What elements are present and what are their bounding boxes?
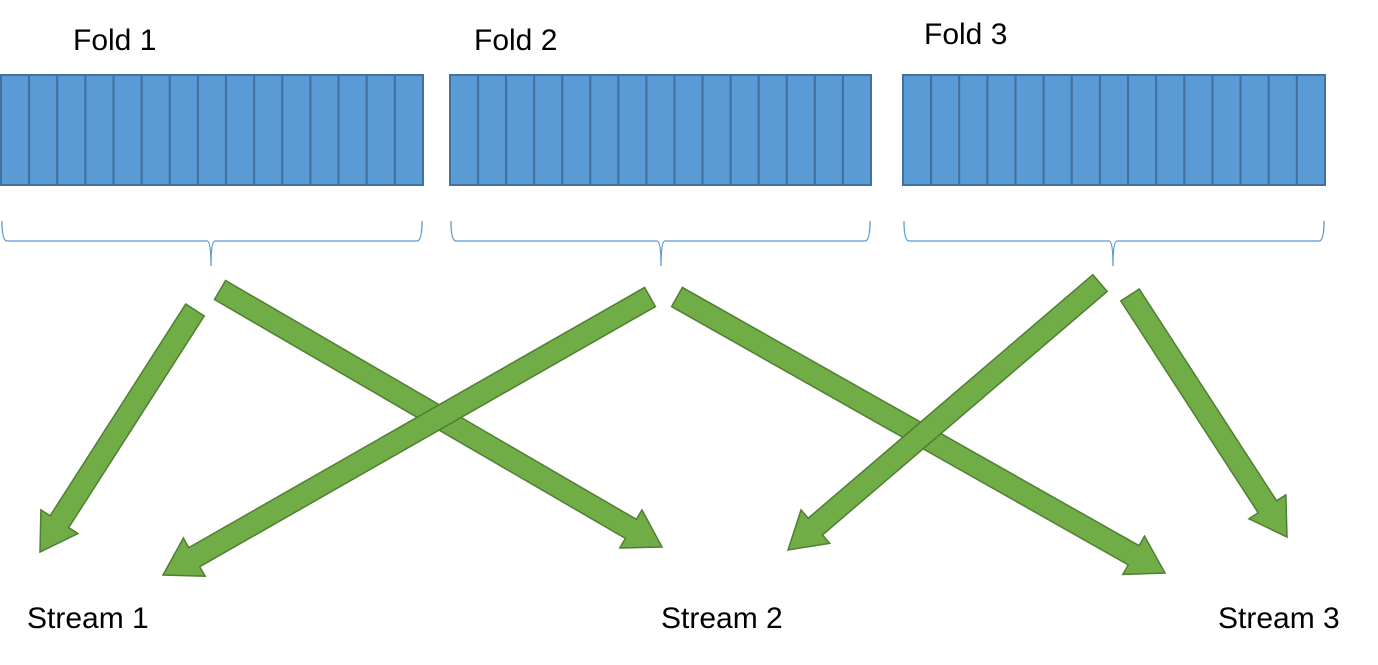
fold-2-cell: [449, 74, 480, 186]
arrow-fold-3-to-stream-2: [786, 273, 1109, 551]
arrow-fold-1-to-stream-1: [39, 303, 206, 554]
stream-3-label: Stream 3: [1218, 602, 1340, 635]
stream-1-label: Stream 1: [27, 602, 149, 635]
arrow-fold-3-to-stream-3: [1119, 287, 1288, 539]
fold-2-cell: [813, 74, 844, 186]
fold-3-cell: [1155, 74, 1186, 186]
fold-3-cell: [1098, 74, 1130, 186]
stream-2-label: Stream 2: [661, 602, 783, 635]
fold-2-cell: [533, 74, 564, 186]
fold-3-cell: [1042, 74, 1073, 186]
fold-3-cell: [1183, 74, 1214, 186]
fold-2-cell: [645, 74, 676, 186]
fold-3-label: Fold 3: [924, 18, 1008, 51]
fold-2-cell: [505, 74, 536, 186]
fold-1-cell: [168, 74, 199, 186]
fold-3-cell: [1127, 74, 1158, 186]
fold-3-cell: [1014, 74, 1045, 186]
fold-3-cell: [1295, 74, 1327, 186]
fold-2-cell: [785, 74, 816, 186]
fold-2-cell: [757, 74, 788, 186]
fold-3-cell: [986, 74, 1017, 186]
fold-3-cell: [958, 74, 989, 186]
fold-3-cell: [930, 74, 961, 186]
fold-3-cell: [902, 74, 933, 186]
fold-3-cell: [1267, 74, 1298, 186]
fold-1-cell: [0, 74, 31, 186]
fold-1-cell: [337, 74, 368, 186]
fold-1-cell: [112, 74, 143, 186]
fold-2-cell: [673, 74, 704, 186]
fold-2-cell: [589, 74, 620, 186]
fold-3-cell: [1211, 74, 1242, 186]
fold-3-cell: [1070, 74, 1101, 186]
fold-1-label: Fold 1: [73, 24, 157, 57]
fold-3-brace: [903, 220, 1325, 267]
fold-1-cell: [309, 74, 340, 186]
fold-1-cell: [28, 74, 59, 186]
fold-2-cell: [477, 74, 508, 186]
fold-1-cell: [281, 74, 312, 186]
fold-1-cell: [56, 74, 87, 186]
fold-3-cell: [1239, 74, 1270, 186]
fold-2-cell: [701, 74, 732, 186]
arrow-fold-2-to-stream-1: [161, 286, 657, 578]
fold-1-cell: [140, 74, 171, 186]
fold-2-label: Fold 2: [474, 24, 558, 57]
fold-1-cell: [253, 74, 284, 186]
fold-2-cell: [841, 74, 873, 186]
fold-2-brace: [450, 220, 871, 267]
fold-1-cell: [393, 74, 425, 186]
fold-1-cell: [365, 74, 396, 186]
fold-1-brace: [1, 220, 423, 267]
fold-2-cell: [729, 74, 760, 186]
fold-2-cell: [617, 74, 648, 186]
fold-1-cell: [196, 74, 228, 186]
fold-1-cell: [84, 74, 115, 186]
fold-2-cell: [561, 74, 592, 186]
fold-1-cell: [225, 74, 256, 186]
